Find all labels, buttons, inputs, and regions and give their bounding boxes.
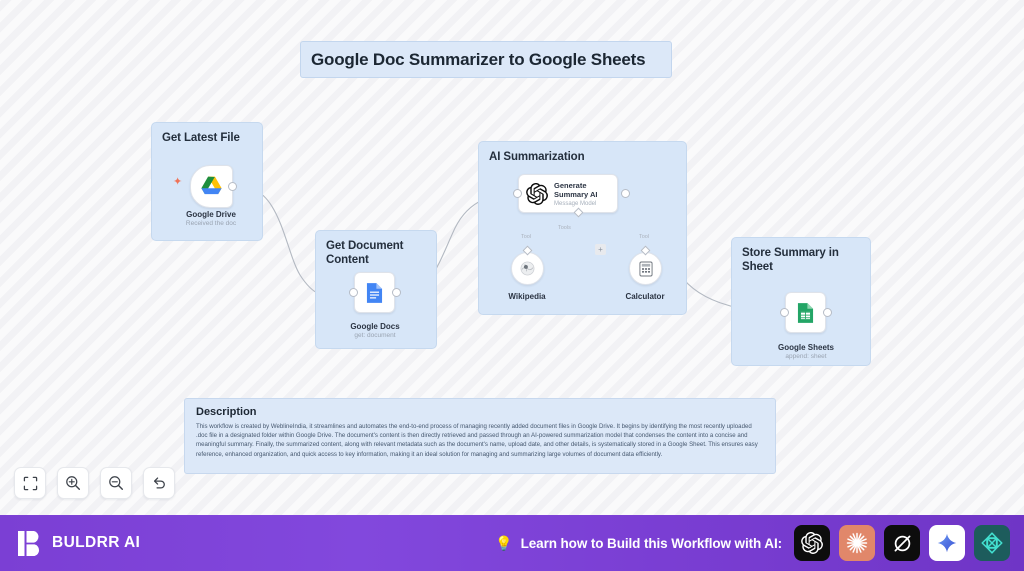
reset-button[interactable] (143, 467, 175, 499)
zoom-out-button[interactable] (100, 467, 132, 499)
openai-icon (526, 182, 548, 205)
edge-label-tool-wikipedia: Tool (521, 234, 532, 240)
gemini-icon (937, 533, 957, 553)
port-docs-input[interactable] (349, 288, 358, 297)
description-panel[interactable]: Description This workflow is created by … (184, 398, 776, 474)
brand[interactable]: BULDRR AI (18, 530, 140, 557)
google-sheets-icon (797, 302, 814, 324)
node-google-docs[interactable] (354, 272, 395, 313)
grok-icon-button[interactable] (884, 525, 920, 561)
port-docs-output[interactable] (392, 288, 401, 297)
undo-icon (151, 475, 167, 491)
node-label-generate-summary-line2: Summary AI (554, 189, 598, 199)
wikipedia-icon (520, 261, 535, 276)
claude-icon (845, 531, 869, 555)
port-sheets-output[interactable] (823, 308, 832, 317)
group-ai-summarization[interactable]: AI Summarization (478, 141, 687, 315)
google-drive-icon (200, 176, 223, 197)
kimi-icon-button[interactable] (974, 525, 1010, 561)
group-title-get-document-content: Get Document Content (326, 240, 404, 266)
port-sheets-input[interactable] (780, 308, 789, 317)
node-google-drive[interactable] (190, 165, 233, 208)
node-label-google-drive: Google Drive (186, 210, 236, 219)
edge-label-tools: Tools (558, 225, 571, 231)
trigger-sparkle-icon: ✦ (173, 176, 183, 188)
node-sublabel-google-drive: Received the doc (185, 220, 237, 227)
node-sublabel-google-sheets: append: sheet (785, 353, 827, 360)
fit-screen-icon (23, 476, 38, 491)
zoom-in-button[interactable] (57, 467, 89, 499)
zoom-out-icon (108, 475, 124, 491)
gemini-icon-button[interactable] (929, 525, 965, 561)
add-tool-button[interactable]: + (595, 244, 606, 255)
footer-cta-text: Learn how to Build this Workflow with AI… (520, 535, 782, 551)
edge-label-tool-calculator: Tool (639, 234, 650, 240)
node-label-calculator: Calculator (625, 292, 665, 301)
node-google-sheets[interactable] (785, 292, 826, 333)
zoom-in-icon (65, 475, 81, 491)
lightbulb-icon: 💡 (495, 534, 513, 551)
port-openai-output[interactable] (621, 189, 630, 198)
group-title-store-summary: Store Summary in Sheet (742, 247, 839, 273)
buldrr-logo-icon (18, 530, 43, 557)
calculator-icon (638, 261, 653, 277)
description-body: This workflow is created by WeblineIndia… (196, 423, 758, 458)
node-label-wikipedia: Wikipedia (508, 292, 546, 301)
chatgpt-icon-button[interactable] (794, 525, 830, 561)
node-label-generate-summary-line1: Generate (554, 180, 587, 190)
workflow-canvas[interactable]: Google Doc Summarizer to Google Sheets G… (0, 0, 1024, 515)
canvas-toolbar (14, 467, 175, 499)
claude-icon-button[interactable] (839, 525, 875, 561)
google-docs-icon (366, 282, 383, 304)
node-sublabel-google-docs: get: document (354, 332, 396, 339)
fit-to-screen-button[interactable] (14, 467, 46, 499)
footer-bar: BULDRR AI 💡 Learn how to Build this Work… (0, 515, 1024, 571)
description-title: Description (196, 406, 257, 418)
node-generate-summary-ai[interactable]: Generate Summary AI Message Model (518, 174, 618, 213)
footer-cta-area: 💡 Learn how to Build this Workflow with … (140, 535, 794, 552)
chatgpt-icon (801, 532, 823, 554)
group-title-get-latest-file: Get Latest File (162, 132, 240, 144)
page-title[interactable]: Google Doc Summarizer to Google Sheets (300, 41, 672, 78)
node-label-google-sheets: Google Sheets (777, 343, 835, 352)
port-drive-output[interactable] (228, 182, 237, 191)
node-wikipedia[interactable] (511, 252, 544, 285)
node-label-google-docs: Google Docs (350, 322, 400, 331)
port-openai-input[interactable] (513, 189, 522, 198)
node-sublabel-generate-summary: Message Model (554, 200, 597, 207)
group-title-ai-summarization: AI Summarization (489, 151, 585, 163)
kimi-icon (980, 531, 1004, 555)
grok-icon (891, 532, 914, 555)
ai-tool-icons (794, 525, 1010, 561)
brand-name: BULDRR AI (52, 534, 141, 551)
node-calculator[interactable] (629, 252, 662, 285)
